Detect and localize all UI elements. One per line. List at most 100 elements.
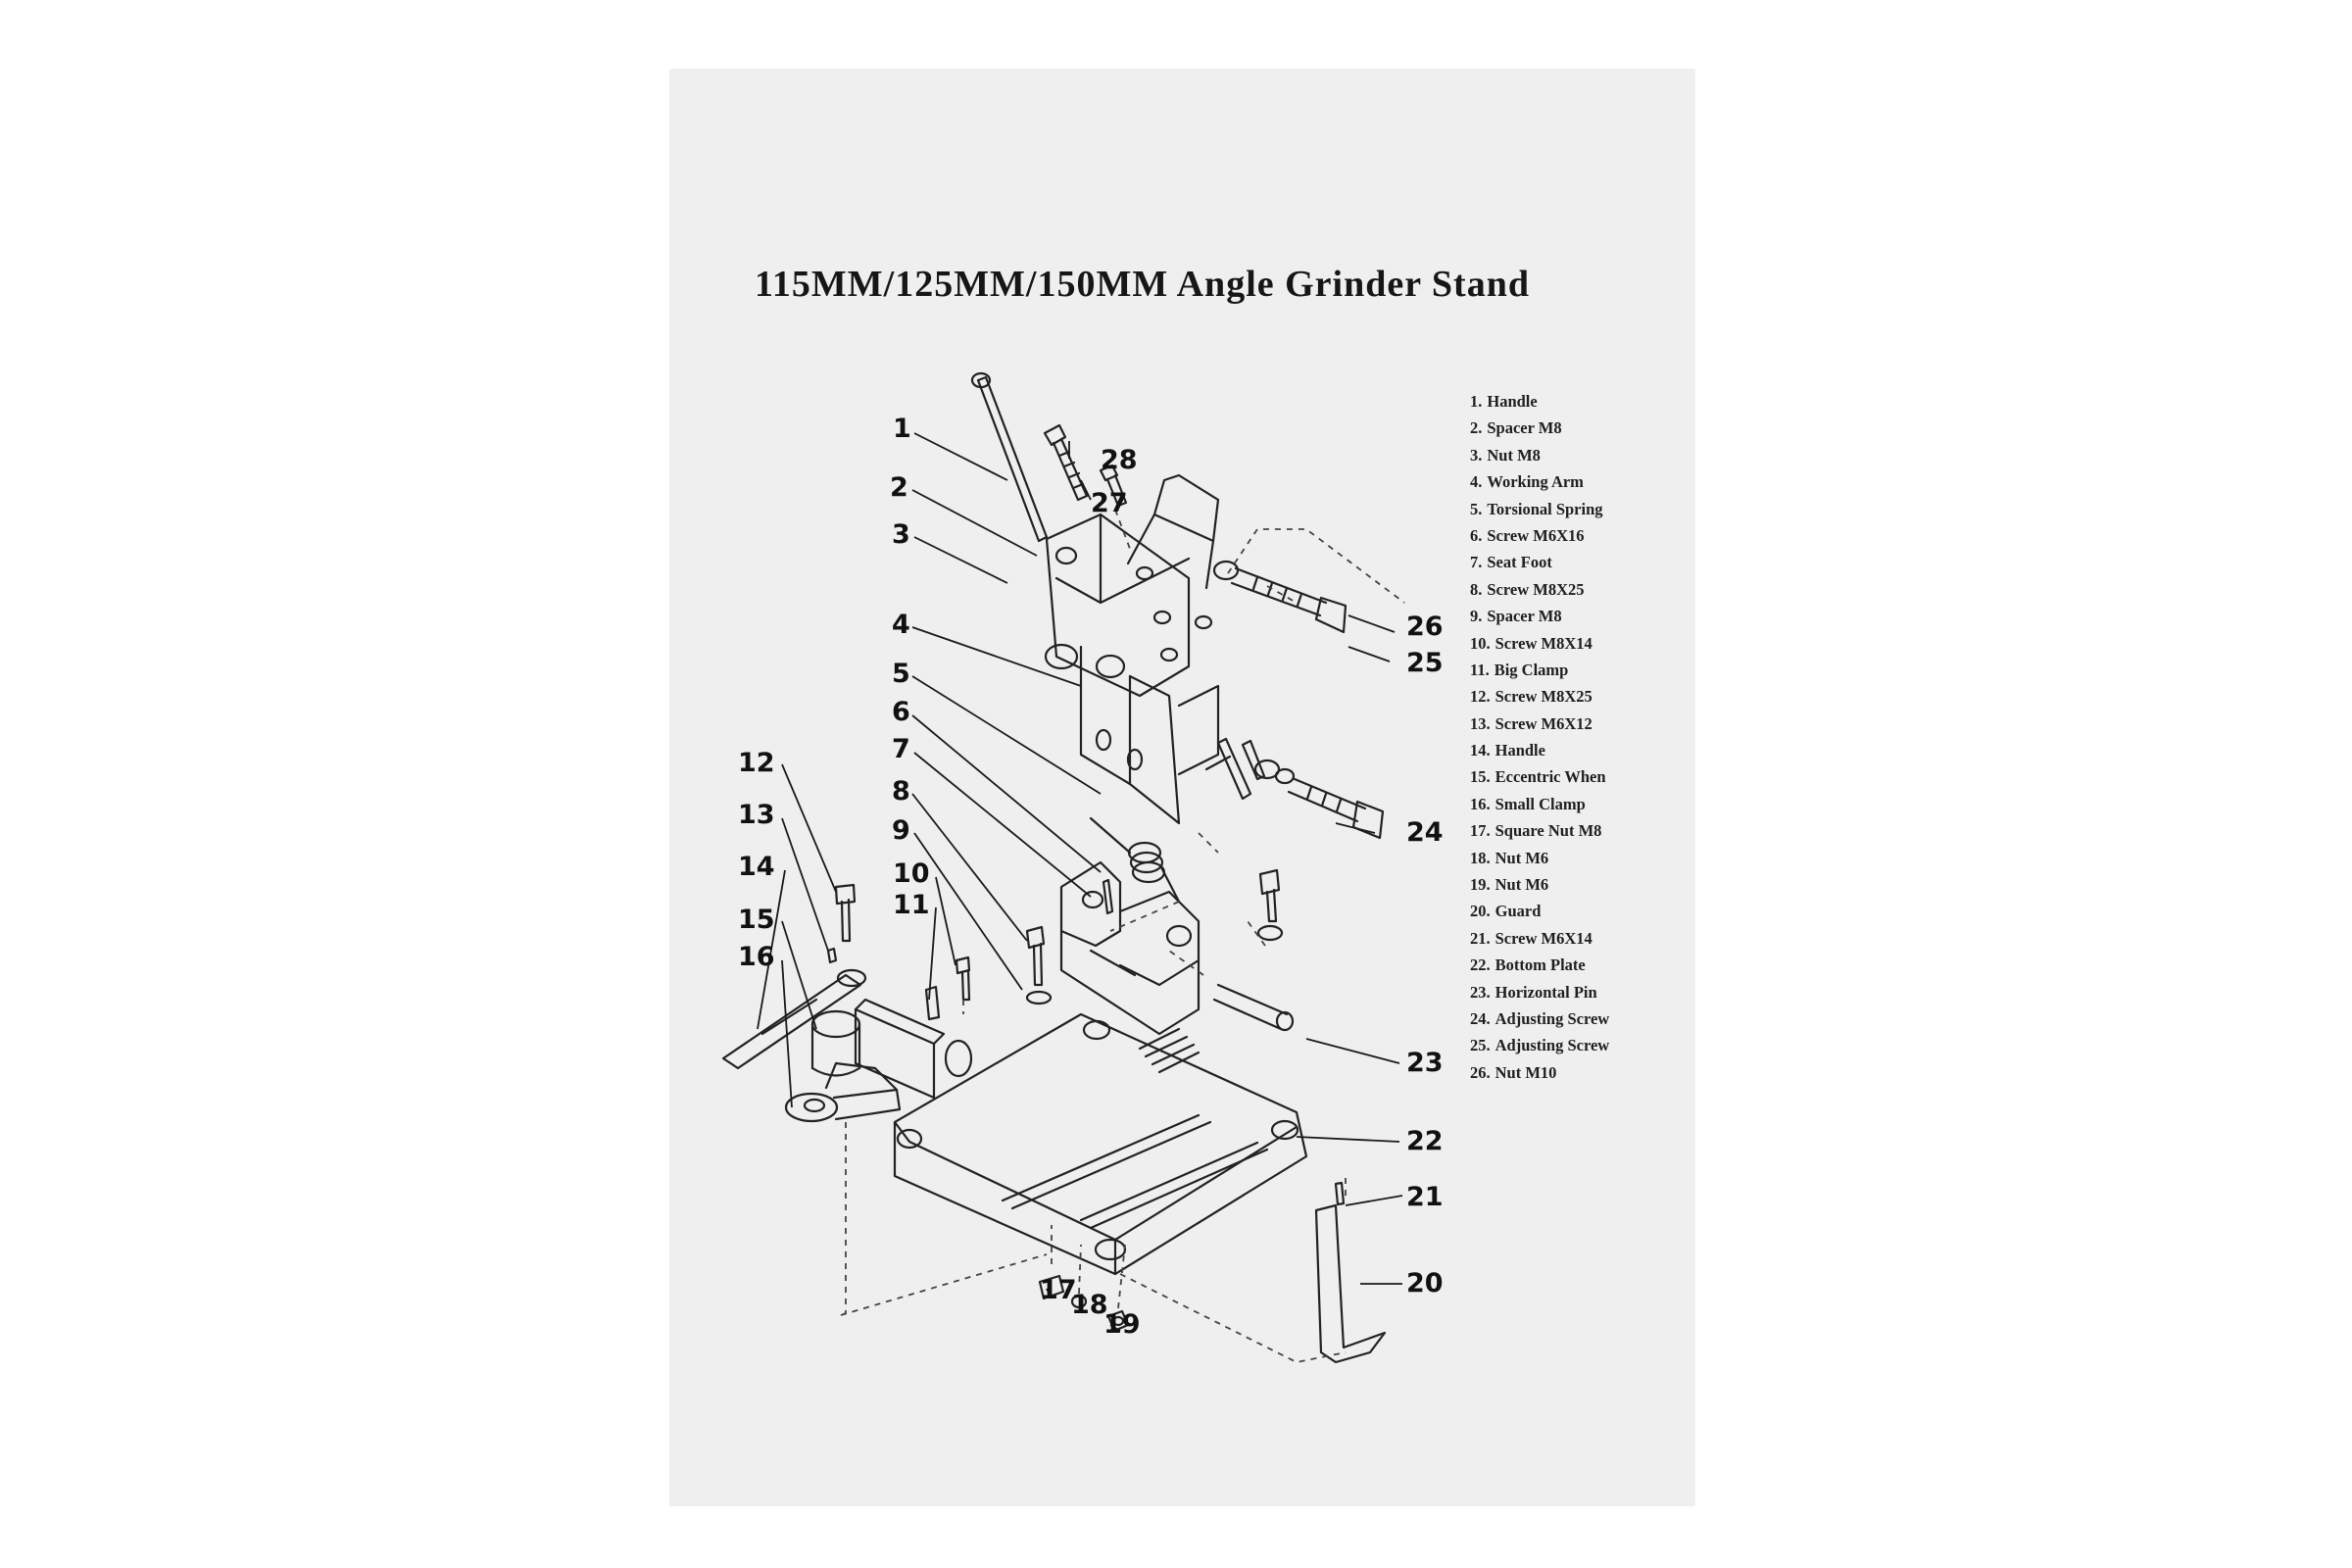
part-name: Bottom Plate: [1494, 956, 1586, 975]
screw-8: [1025, 925, 1053, 1005]
part-name: Screw M8X25: [1494, 687, 1592, 707]
part-name: Nut M10: [1494, 1062, 1557, 1082]
parts-list-item: 19.Nut M6: [1470, 871, 1614, 898]
parts-list-item: 14.Handle: [1470, 737, 1614, 763]
part-name: Horizontal Pin: [1494, 982, 1597, 1002]
part-name: Seat Foot: [1487, 553, 1552, 572]
instruction-sheet: [669, 69, 1695, 1506]
part-number: 26.: [1470, 1062, 1491, 1082]
callout-10: 10: [893, 858, 930, 889]
part-name: Torsional Spring: [1487, 499, 1603, 518]
parts-list-item: 9.Spacer M8: [1470, 603, 1614, 629]
part-name: Working Arm: [1487, 472, 1584, 492]
part-number: 10.: [1470, 633, 1491, 653]
screw-m8x25: [1216, 737, 1252, 801]
part-name: Eccentric When: [1494, 767, 1606, 787]
square-nut-17: [1038, 1274, 1065, 1300]
handle-part: [970, 371, 1049, 543]
callout-11: 11: [893, 890, 930, 920]
part-number: 20.: [1470, 902, 1491, 921]
callout-8: 8: [892, 776, 910, 807]
callout-9: 9: [892, 815, 910, 846]
parts-list-item: 12.Screw M8X25: [1470, 683, 1614, 710]
part-name: Screw M8X14: [1494, 633, 1592, 653]
parts-list-item: 17.Square Nut M8: [1470, 817, 1614, 844]
small-clamp: [784, 1061, 902, 1123]
bottom-plate: [893, 1012, 1308, 1276]
part-name: Big Clamp: [1494, 660, 1569, 679]
part-name: Adjusting Screw: [1494, 1036, 1610, 1055]
callout-13: 13: [738, 800, 775, 830]
parts-list-item: 18.Nut M6: [1470, 845, 1614, 871]
parts-list-item: 13.Screw M6X12: [1470, 710, 1614, 737]
part-number: 22.: [1470, 956, 1491, 975]
parts-list-item: 6.Screw M6X16: [1470, 522, 1614, 549]
parts-list-item: 5.Torsional Spring: [1470, 496, 1614, 522]
part-number: 15.: [1470, 767, 1491, 787]
part-name: Handle: [1494, 741, 1545, 760]
callout-4: 4: [892, 610, 910, 640]
callout-26: 26: [1406, 612, 1444, 642]
callout-6: 6: [892, 697, 910, 727]
callout-19: 19: [1103, 1309, 1141, 1340]
parts-list-item: 7.Seat Foot: [1470, 549, 1614, 575]
leader-lines: [757, 432, 1403, 1332]
part-number: 5.: [1470, 499, 1483, 518]
parts-list-item: 20.Guard: [1470, 898, 1614, 924]
part-name: Nut M6: [1494, 875, 1549, 895]
callout-25: 25: [1406, 648, 1444, 678]
callout-17: 17: [1040, 1275, 1077, 1305]
part-name: Screw M6X12: [1494, 713, 1592, 733]
screw-21: [1334, 1181, 1346, 1206]
part-name: Nut M8: [1487, 445, 1541, 465]
screw-m6x16: [1241, 739, 1266, 781]
parts-list-item: 10.Screw M8X14: [1470, 630, 1614, 657]
part-number: 24.: [1470, 1008, 1491, 1028]
screw-10: [955, 956, 971, 1002]
callout-24: 24: [1406, 817, 1444, 848]
big-clamp: [854, 998, 973, 1100]
part-number: 14.: [1470, 741, 1491, 760]
parts-list-item: 15.Eccentric When: [1470, 763, 1614, 790]
screw-11: [924, 985, 941, 1021]
part-number: 23.: [1470, 982, 1491, 1002]
part-name: Small Clamp: [1494, 794, 1586, 813]
callout-labels: 1234567891011121314151617181920212223242…: [738, 414, 1444, 1340]
parts-list-item: 25.Adjusting Screw: [1470, 1032, 1614, 1058]
part-number: 3.: [1470, 445, 1483, 465]
callout-18: 18: [1071, 1290, 1108, 1320]
part-name: Spacer M8: [1487, 418, 1562, 438]
nut-18: [1070, 1294, 1088, 1309]
part-name: Screw M6X14: [1494, 928, 1592, 948]
parts-list-item: 21.Screw M6X14: [1470, 925, 1614, 952]
callout-3: 3: [892, 519, 910, 550]
part-number: 6.: [1470, 525, 1483, 545]
callout-2: 2: [890, 472, 908, 503]
part-name: Screw M6X16: [1487, 525, 1585, 545]
exploded-view-diagram: 1234567891011121314151617181920212223242…: [721, 371, 1444, 1364]
screw-12: [834, 883, 857, 943]
parts-list-item: 16.Small Clamp: [1470, 791, 1614, 817]
handle-14: [721, 968, 867, 1070]
bolt-right: [1256, 868, 1284, 942]
parts-list-item: 23.Horizontal Pin: [1470, 979, 1614, 1005]
screw-6: [1102, 878, 1114, 915]
part-number: 1.: [1470, 392, 1483, 411]
part-name: Adjusting Screw: [1494, 1008, 1610, 1028]
callout-21: 21: [1406, 1182, 1444, 1212]
torsional-spring: [1089, 816, 1181, 904]
part-number: 19.: [1470, 875, 1491, 895]
bolt-27: [1099, 464, 1128, 508]
part-number: 11.: [1470, 660, 1490, 679]
part-name: Nut M6: [1494, 848, 1549, 867]
callout-20: 20: [1406, 1268, 1444, 1298]
callout-1: 1: [893, 414, 911, 444]
callout-28: 28: [1101, 445, 1138, 475]
callout-15: 15: [738, 905, 775, 935]
part-number: 2.: [1470, 418, 1483, 438]
seat-foot: [1059, 860, 1200, 1036]
horizontal-pin: [1212, 983, 1295, 1032]
callout-14: 14: [738, 852, 775, 882]
adjusting-screw-24: [1253, 759, 1385, 840]
part-number: 16.: [1470, 794, 1491, 813]
